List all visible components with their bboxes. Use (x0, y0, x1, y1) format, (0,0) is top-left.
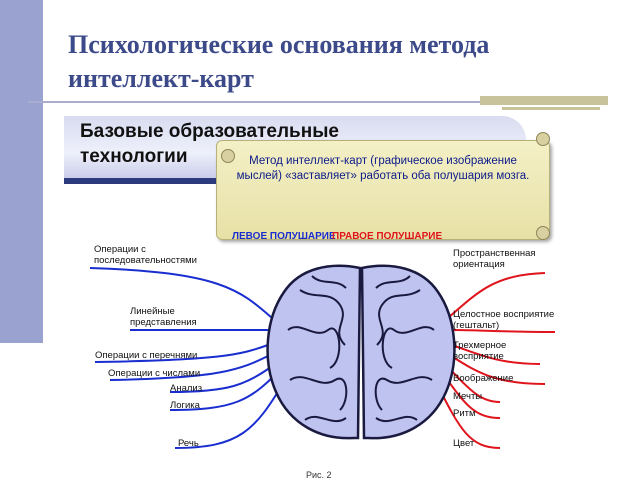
left-label-lists: Операции с перечнями (95, 350, 198, 361)
left-label-linear: Линейные представления (130, 306, 197, 328)
scroll-curl-top-left (221, 149, 235, 163)
right-branch-4 (449, 354, 546, 385)
left-branch-5 (169, 364, 275, 393)
scroll-curl-top-right (536, 132, 550, 146)
left-label-logic: Логика (170, 400, 200, 411)
right-label-imagination: Воображение (453, 373, 514, 384)
right-label-rhythm: Ритм (453, 408, 476, 419)
left-accent-bar (0, 0, 43, 343)
right-hemisphere-label: ПРАВОЕ ПОЛУШАРИЕ (332, 231, 443, 242)
left-branch-1 (89, 267, 273, 319)
left-branch-lines (89, 267, 285, 449)
left-branch-6 (169, 371, 279, 411)
right-label-spatial: Пространственная ориентация (453, 248, 536, 270)
divider-accent (480, 96, 608, 105)
right-label-color: Цвет (453, 438, 475, 449)
banner-title: Базовые образовательные технологии (80, 121, 339, 167)
banner-underline (64, 178, 284, 184)
left-branch-7 (174, 381, 285, 449)
left-label-speech: Речь (178, 438, 199, 449)
right-label-dreams: Мечты (453, 391, 483, 402)
left-label-sequences: Операции с последовательностями (94, 244, 197, 266)
brain-left-hemisphere (266, 264, 362, 440)
left-label-numbers: Операции с числами (108, 368, 201, 379)
right-branch-1 (447, 272, 546, 319)
title-divider (28, 101, 528, 103)
scroll-quote-text: Метод интеллект-карт (графическое изобра… (236, 155, 530, 182)
divider-accent-thin (502, 107, 600, 110)
brain-right-hemisphere (360, 264, 456, 440)
left-branch-4 (109, 354, 271, 381)
right-branch-2 (451, 329, 556, 333)
slide-title: Психологические основания метода интелле… (68, 30, 490, 93)
brain-folds (287, 275, 435, 423)
brain-illustration (266, 264, 456, 440)
right-label-3d: Трехмерное восприятие (453, 340, 507, 362)
left-label-analysis: Анализ (170, 383, 203, 394)
left-branch-3 (94, 344, 269, 363)
quote-scroll (216, 140, 550, 240)
right-branch-3 (451, 344, 541, 365)
left-hemisphere-label: ЛЕВОЕ ПОЛУШАРИЕ (232, 231, 336, 242)
scroll-curl-bottom-right (536, 226, 550, 240)
figure-caption: Рис. 2 (306, 470, 332, 480)
right-label-gestalt: Целостное восприятие (гештальт) (453, 309, 555, 331)
